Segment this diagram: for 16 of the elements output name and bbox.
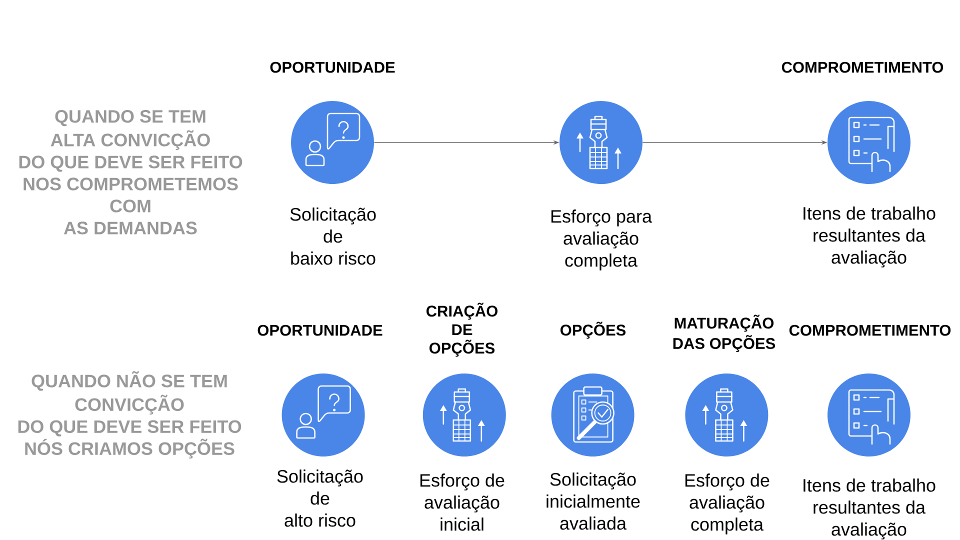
step-heading: OPORTUNIDADE	[270, 62, 395, 73]
step-caption: Solicitação de alto risco	[277, 470, 363, 527]
step-heading: OPÇÕES	[560, 322, 626, 339]
step-heading: MATURAÇÃO DAS OPÇÕES	[673, 314, 776, 352]
step-caption: Itens de trabalho resultantes da avaliação	[804, 478, 936, 540]
step-heading: COMPROMETIMENTO	[782, 62, 944, 73]
step-caption: Solicitação de baixo risco	[290, 208, 376, 265]
step-heading: COMPROMETIMENTO	[789, 324, 951, 336]
step-caption: Solicitação inicialmente avaliada	[546, 472, 640, 530]
step-caption: Esforço de avaliação inicial	[420, 474, 504, 531]
step-caption: Esforço para avaliação completa	[551, 210, 652, 270]
step-caption: Esforço de avaliação completa	[685, 474, 770, 534]
step-heading: OPORTUNIDADE	[258, 324, 382, 336]
step-heading: CRIAÇÃO DE OPÇÕES	[426, 302, 498, 357]
row-description: QUANDO SE TEM ALTA CONVICÇÃO DO QUE DEVE SER FEITO NOS COMPROMETEMOS COM AS DEMANDAS	[19, 110, 242, 234]
step-caption: Itens de trabalho resultantes da avaliação	[804, 206, 936, 268]
